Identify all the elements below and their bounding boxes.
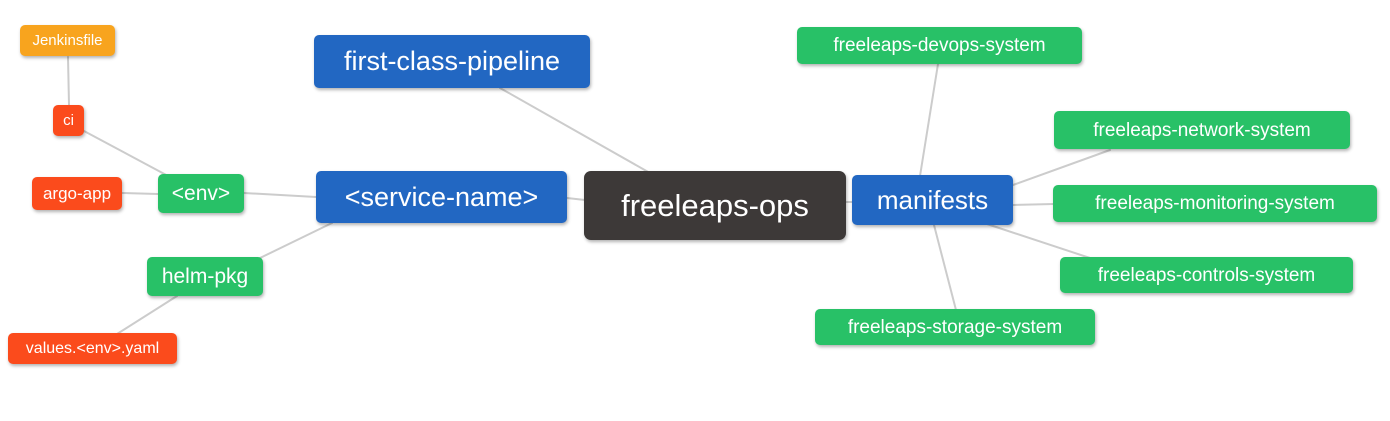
node-freeleaps-controls-system[interactable]: freeleaps-controls-system bbox=[1060, 257, 1353, 293]
node-service-name[interactable]: <service-name> bbox=[316, 171, 567, 223]
node-freeleaps-storage-system[interactable]: freeleaps-storage-system bbox=[815, 309, 1095, 345]
node-freeleaps-network-system[interactable]: freeleaps-network-system bbox=[1054, 111, 1350, 149]
edge-service-name-to-freeleaps-ops bbox=[566, 197, 586, 201]
edge-argo-app-to-env bbox=[121, 192, 159, 195]
node-freeleaps-monitoring-system[interactable]: freeleaps-monitoring-system bbox=[1053, 185, 1377, 222]
node-jenkinsfile[interactable]: Jenkinsfile bbox=[20, 25, 115, 56]
edge-first-class-pipeline-to-freeleaps-ops bbox=[499, 87, 651, 174]
edge-env-to-service-name bbox=[243, 192, 317, 198]
edge-jenkinsfile-to-ci bbox=[67, 56, 70, 106]
edge-service-name-to-helm-pkg bbox=[259, 222, 333, 259]
edge-ci-to-env bbox=[83, 130, 171, 178]
edge-manifests-to-freeleaps-network-system bbox=[1012, 149, 1111, 186]
edge-freeleaps-devops-system-to-manifests bbox=[919, 63, 939, 177]
node-first-class-pipeline[interactable]: first-class-pipeline bbox=[314, 35, 590, 88]
node-freeleaps-devops-system[interactable]: freeleaps-devops-system bbox=[797, 27, 1082, 64]
node-env[interactable]: <env> bbox=[158, 174, 244, 213]
node-manifests[interactable]: manifests bbox=[852, 175, 1013, 225]
edge-manifests-to-freeleaps-storage-system bbox=[933, 224, 957, 311]
edge-manifests-to-freeleaps-monitoring-system bbox=[1012, 203, 1055, 206]
edge-helm-pkg-to-values-env-yaml bbox=[116, 295, 178, 335]
node-values-env-yaml[interactable]: values.<env>.yaml bbox=[8, 333, 177, 364]
node-freeleaps-ops[interactable]: freeleaps-ops bbox=[584, 171, 846, 240]
node-ci[interactable]: ci bbox=[53, 105, 84, 136]
node-helm-pkg[interactable]: helm-pkg bbox=[147, 257, 263, 296]
edge-manifests-to-freeleaps-controls-system bbox=[986, 223, 1091, 259]
node-argo-app[interactable]: argo-app bbox=[32, 177, 122, 210]
